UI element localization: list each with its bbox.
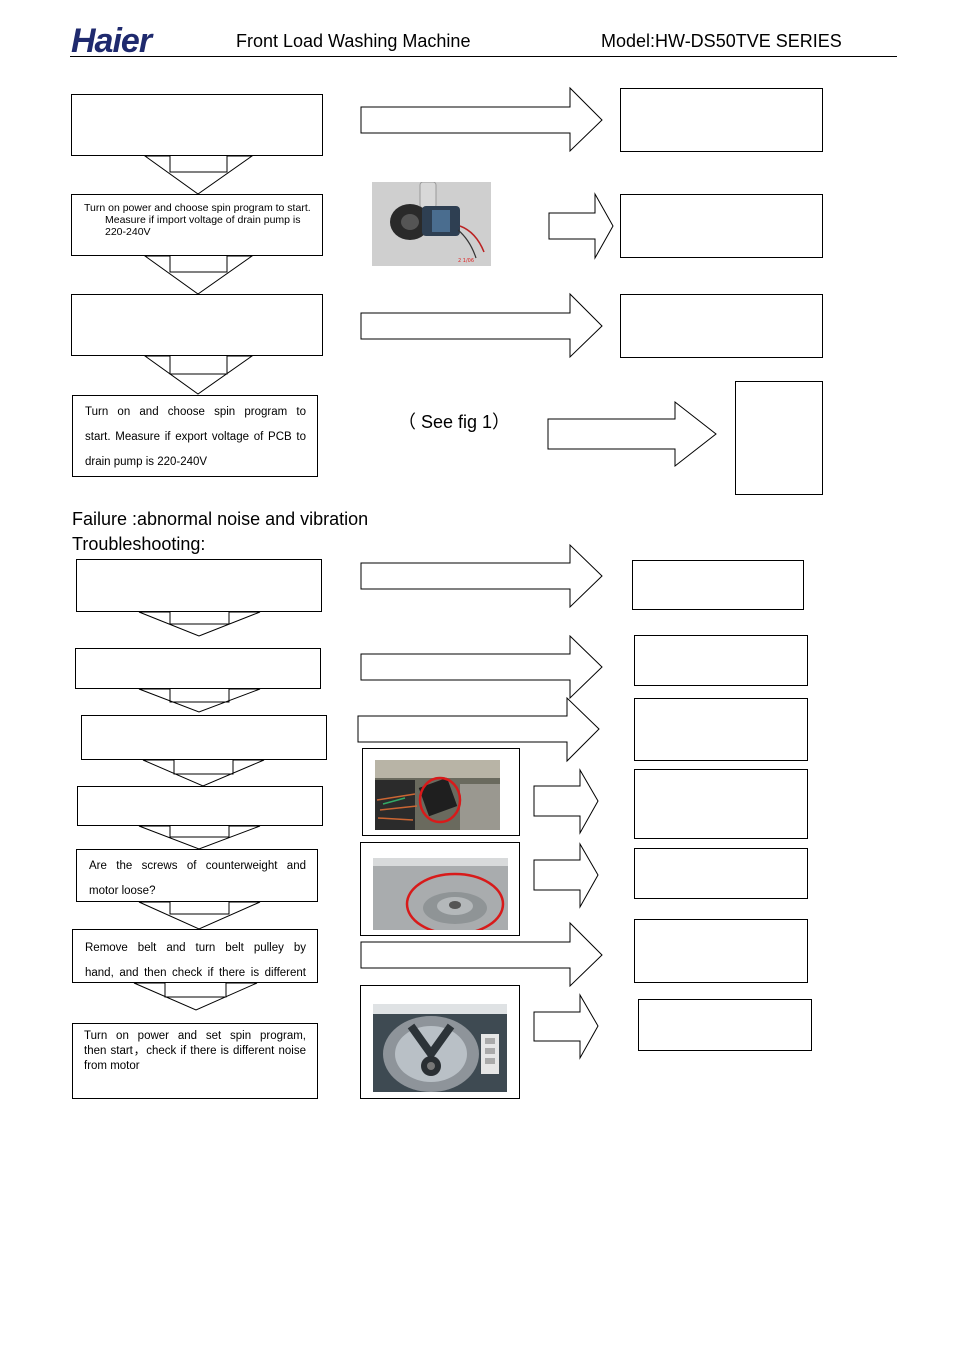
noise-down-6	[134, 983, 257, 1010]
noise-right-7	[534, 995, 598, 1058]
noise-right-4	[534, 770, 598, 833]
noise-down-5	[139, 902, 260, 929]
noise-down-2	[139, 689, 260, 712]
down-arrow-3	[145, 356, 252, 394]
right-arrow-1	[361, 88, 602, 151]
noise-down-4	[139, 826, 260, 849]
noise-down-1	[139, 612, 260, 636]
noise-right-3	[358, 698, 599, 761]
right-arrow-2	[549, 194, 613, 258]
noise-right-6	[361, 923, 602, 986]
noise-right-5	[534, 844, 598, 907]
right-arrow-3	[361, 294, 602, 357]
noise-right-2	[361, 636, 602, 698]
right-arrow-4	[548, 402, 716, 466]
down-arrow-1	[145, 156, 252, 194]
down-arrow-2	[145, 256, 252, 294]
noise-right-1	[361, 545, 602, 607]
noise-down-3	[143, 760, 264, 786]
